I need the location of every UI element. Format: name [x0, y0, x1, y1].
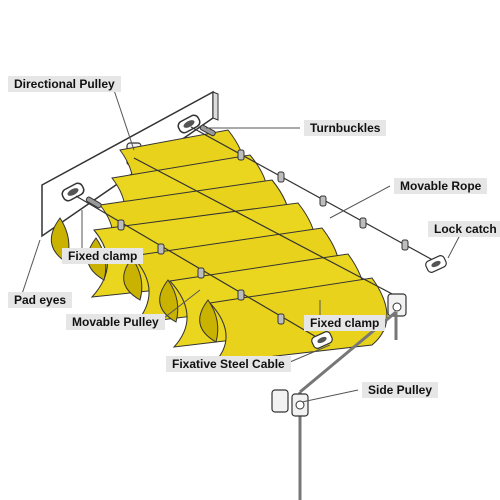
fixative-steel-cables [75, 126, 441, 339]
fixed-clamp-right-icon [311, 331, 333, 349]
pad-eye-upper-icon [177, 114, 201, 134]
label-fixed-clamp-left: Fixed clamp [62, 248, 144, 264]
label-lock-catch: Lock catch [428, 221, 500, 237]
label-side-pulley: Side Pulley [362, 382, 439, 398]
label-pad-eyes: Pad eyes [8, 292, 73, 308]
pad-eye-lower-icon [61, 182, 85, 202]
lock-catch-icon [425, 255, 447, 273]
label-fixed-clamp-right: Fixed clamp [304, 315, 386, 331]
turnbuckle-icon [85, 124, 216, 209]
side-pulley-icon [271, 389, 309, 417]
label-fixative-steel-cable: Fixative Steel Cable [166, 356, 291, 372]
label-movable-rope: Movable Rope [394, 178, 488, 194]
leader-lines [19, 83, 461, 403]
front-bracket-icon [387, 293, 407, 317]
label-turnbuckles: Turnbuckles [304, 120, 387, 136]
movable-pulley-icons [117, 149, 409, 325]
label-movable-pulley: Movable Pulley [66, 314, 165, 330]
canopy-fabric [50, 129, 388, 364]
label-directional-pulley: Directional Pulley [8, 76, 121, 92]
